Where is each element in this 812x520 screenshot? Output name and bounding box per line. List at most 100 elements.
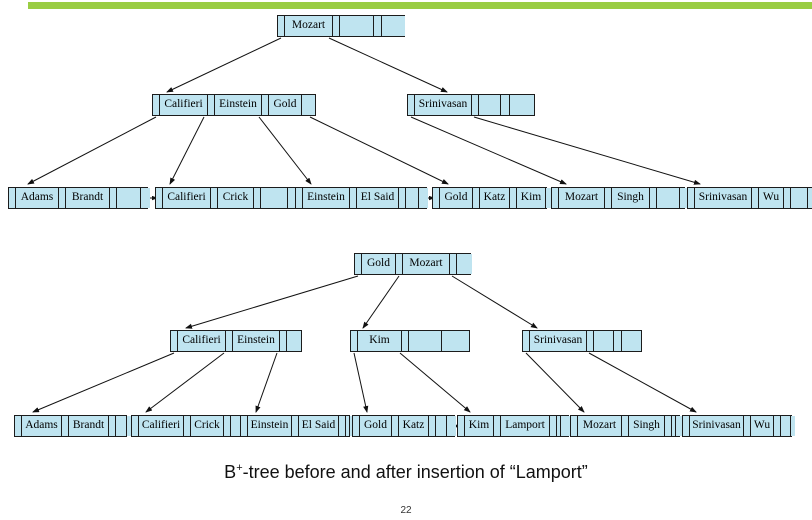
pointer-cell: [296, 188, 303, 208]
pointer-cell: [355, 254, 362, 274]
key-cell: Crick: [191, 416, 224, 436]
pointer-cell: [241, 416, 248, 436]
pointer-cell: [472, 95, 479, 115]
key-cell: Mozart: [559, 188, 605, 208]
tree-edge: [169, 116, 205, 185]
pointer-cell: [302, 95, 309, 115]
empty-cell: [374, 16, 382, 36]
pointer-cell: [784, 188, 791, 208]
tree-edge: [32, 352, 175, 413]
key-cell: Katz: [480, 188, 510, 208]
empty-cell: [791, 188, 808, 208]
key-cell: Gold: [440, 188, 473, 208]
pointer-cell: [523, 331, 530, 351]
internal-node-kim: Kim: [350, 330, 470, 352]
key-cell: Wu: [751, 416, 774, 436]
pointer-cell: [350, 188, 357, 208]
tree-edge: [362, 275, 400, 329]
pointer-cell: [571, 416, 578, 436]
leaf-node-gold-katz: Gold Katz: [352, 415, 456, 437]
empty-cell: [287, 331, 301, 351]
empty-cell: [340, 16, 374, 36]
key-cell: Katz: [399, 416, 429, 436]
key-cell: Kim: [358, 331, 402, 351]
empty-cell: [442, 331, 464, 351]
tree-edge: [309, 116, 449, 185]
pointer-cell: [62, 416, 69, 436]
pointer-cell: [396, 254, 403, 274]
pointer-cell: [408, 95, 415, 115]
figure-caption: B+-tree before and after insertion of “L…: [0, 462, 812, 483]
pointer-cell: [688, 188, 695, 208]
tree-edge: [451, 275, 538, 329]
key-cell: Gold: [269, 95, 302, 115]
pointer-cell: [109, 416, 116, 436]
pointer-cell: [510, 188, 517, 208]
tree-edge: [27, 116, 157, 185]
tree-edge: [473, 116, 701, 185]
tree-edge: [328, 37, 448, 93]
key-cell: Einstein: [303, 188, 350, 208]
pointer-cell: [262, 95, 269, 115]
caption-body: -tree before and after insertion of “Lam…: [242, 462, 588, 482]
empty-cell: [510, 95, 533, 115]
key-cell: Califieri: [178, 331, 226, 351]
pointer-cell: [429, 416, 436, 436]
pointer-cell: [153, 95, 160, 115]
empty-cell: [436, 416, 447, 436]
parent-child-edges: [27, 37, 701, 413]
pointer-cell: [292, 416, 299, 436]
key-cell: Kim: [517, 188, 546, 208]
pointer-cell: [622, 416, 629, 436]
key-cell: Einstein: [215, 95, 262, 115]
empty-cell: [614, 331, 622, 351]
pointer-cell: [683, 416, 690, 436]
pointer-cell: [402, 331, 409, 351]
empty-cell: [557, 416, 561, 436]
empty-cell: [657, 188, 680, 208]
key-cell: Srinivasan: [690, 416, 744, 436]
key-cell: Einstein: [233, 331, 280, 351]
leaf-sibling-links: [123, 195, 690, 429]
pointer-cell: [552, 188, 559, 208]
tree-edge: [410, 116, 567, 185]
next-leaf-pointer-cell: [141, 188, 150, 208]
empty-cell: [791, 416, 795, 436]
key-cell: Brandt: [66, 188, 110, 208]
empty-cell: [672, 416, 676, 436]
key-cell: Singh: [629, 416, 665, 436]
pointer-cell: [744, 416, 751, 436]
pointer-cell: [392, 416, 399, 436]
pointer-cell: [774, 416, 781, 436]
empty-cell: [409, 331, 442, 351]
empty-cell: [622, 331, 641, 351]
key-cell: Mozart: [403, 254, 450, 274]
key-cell: Wu: [759, 188, 784, 208]
next-leaf-pointer-cell: [419, 188, 428, 208]
tree-edge: [145, 352, 225, 413]
caption-prefix: B: [224, 462, 237, 482]
pointer-cell: [650, 188, 657, 208]
empty-cell: [501, 95, 510, 115]
key-cell: Gold: [360, 416, 392, 436]
empty-cell: [808, 188, 812, 208]
tree-edge: [525, 352, 585, 413]
next-leaf-pointer-cell: [561, 416, 570, 436]
pointer-cell: [132, 416, 139, 436]
root-node-mozart: Mozart: [277, 15, 405, 37]
pointer-cell: [9, 188, 16, 208]
internal-node-srinivasan-2: Srinivasan: [522, 330, 642, 352]
pointer-cell: [339, 416, 346, 436]
pointer-cell: [450, 254, 457, 274]
pointer-cell: [752, 188, 759, 208]
empty-cell: [382, 16, 405, 36]
pointer-cell: [494, 416, 501, 436]
pointer-cell: [211, 188, 218, 208]
tree-edge: [588, 352, 697, 413]
